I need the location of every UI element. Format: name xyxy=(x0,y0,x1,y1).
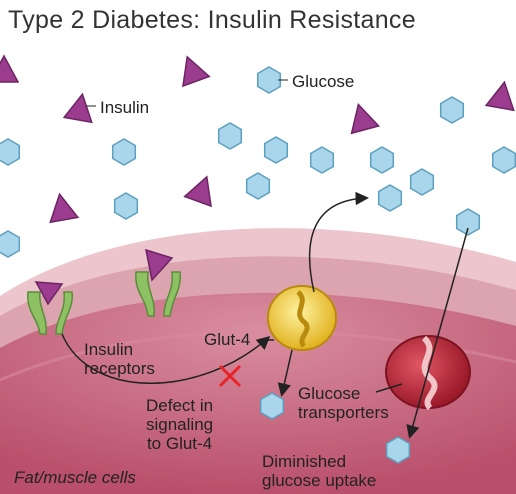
insulin-molecule xyxy=(350,102,381,135)
glut4-channel xyxy=(267,285,337,351)
insulin-receptors-label: Insulin receptors xyxy=(84,340,155,378)
glucose-transporters-line-1: Glucose xyxy=(298,384,361,403)
defect-line-1: Defect in xyxy=(146,396,214,415)
diminished-uptake-label: Diminished glucose uptake xyxy=(262,452,376,490)
glucose-molecule xyxy=(369,146,395,174)
insulin-molecule xyxy=(484,80,515,112)
page-title: Type 2 Diabetes: Insulin Resistance xyxy=(8,6,416,34)
glucose-molecule xyxy=(259,392,285,420)
insulin-molecule xyxy=(183,175,212,208)
glucose-molecule xyxy=(263,136,289,164)
insulin-label: Insulin xyxy=(100,98,150,117)
defect-line-3: to Glut-4 xyxy=(146,434,213,453)
glucose-molecule xyxy=(111,138,137,166)
glucose-molecule xyxy=(0,138,21,166)
glucose-molecule xyxy=(491,146,516,174)
diminished-line-2: glucose uptake xyxy=(262,471,377,490)
glucose-molecule xyxy=(309,146,335,174)
glut4-uptake-arrow xyxy=(308,191,369,293)
insulin-receptors-line-1: Insulin xyxy=(84,340,134,359)
glucose-molecule xyxy=(113,192,139,220)
glucose-molecule xyxy=(256,66,282,94)
defect-line-2: signaling xyxy=(146,415,214,434)
defect-x-mark xyxy=(218,364,242,388)
glucose-transporters-label: Glucose transporters xyxy=(298,384,389,422)
insulin-receptor-right xyxy=(135,248,181,317)
glucose-molecule xyxy=(217,122,243,150)
insulin-receptor-left xyxy=(27,281,73,335)
insulin-molecule xyxy=(182,55,211,88)
insulin-molecule xyxy=(49,192,80,224)
signaling-arrow xyxy=(61,333,271,384)
cells-label: Fat/muscle cells xyxy=(14,468,136,487)
glucose-molecule xyxy=(377,184,403,212)
glucose-molecule xyxy=(455,208,481,236)
glucose-molecule xyxy=(439,96,465,124)
insulin-receptors-line-2: receptors xyxy=(84,359,155,378)
glucose-label: Glucose xyxy=(292,72,355,91)
glucose-molecule xyxy=(385,436,411,464)
glut4-inward-arrow xyxy=(277,349,293,397)
glucose-molecule xyxy=(409,168,435,196)
glucose-molecule xyxy=(0,230,21,258)
defect-label: Defect in signaling to Glut-4 xyxy=(146,396,213,453)
insulin-molecule xyxy=(62,92,93,124)
transporter-uptake-arrow xyxy=(406,227,469,439)
glucose-transporters-line-2: transporters xyxy=(298,403,389,422)
glut4-label: Glut-4 xyxy=(204,330,251,349)
transporters-leader xyxy=(375,383,403,393)
glucose-molecule xyxy=(245,172,271,200)
diminished-line-1: Diminished xyxy=(262,452,347,471)
insulin-molecule xyxy=(0,54,20,83)
